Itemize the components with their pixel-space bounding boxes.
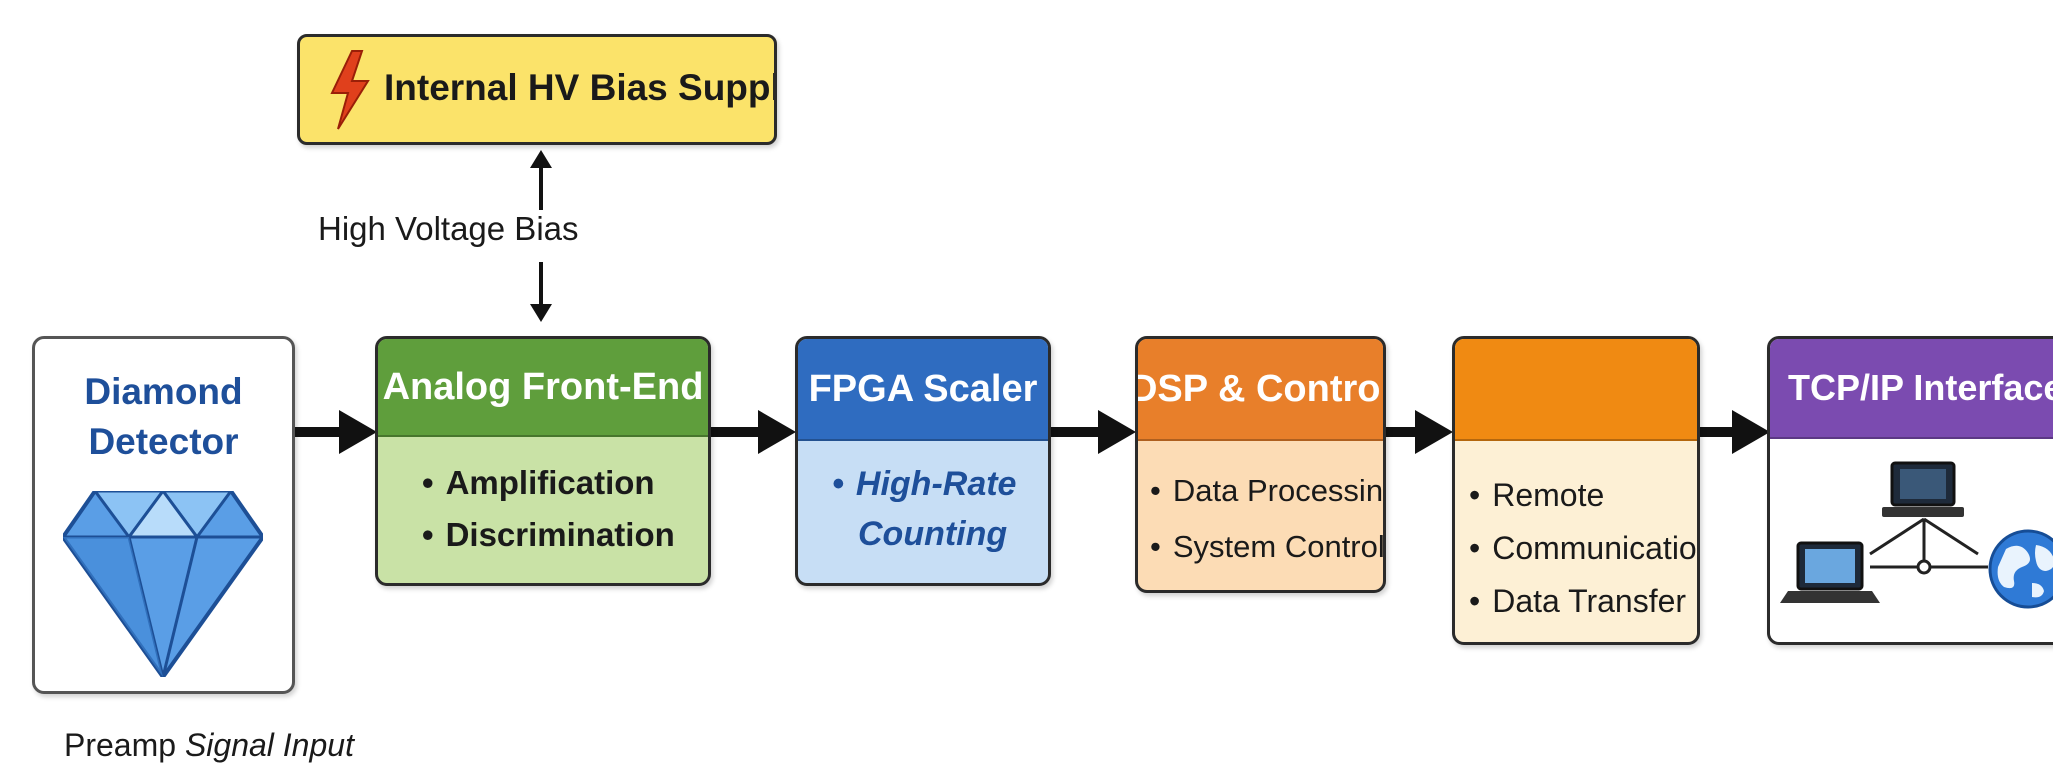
remote-communication-title [1455,339,1697,441]
list-item: Amplification [422,457,675,509]
desktop-icon [1882,461,1964,517]
fpga-scaler-block: FPGA Scaler •High-Rate Counting [795,336,1051,586]
dsp-control-title: DSP & Control [1138,339,1383,441]
detector-title: Diamond Detector [84,371,243,462]
list-item: Discrimination [422,509,675,561]
arrow-fpga-to-dsp [1050,410,1136,454]
list-item: Counting [858,515,1008,553]
list-item: Remote [1469,469,1697,522]
diamond-detector-block: Diamond Detector [32,336,295,694]
analog-front-end-items: Amplification Discrimination [422,457,675,561]
high-voltage-bias-label: High Voltage Bias [318,210,579,247]
list-item: System Control [1150,519,1383,575]
list-item: Data Transfer [1469,575,1697,628]
remote-communication-block: Remote Communication Data Transfer [1452,336,1700,645]
arrow-analog-to-fpga [710,410,796,454]
tcp-ip-interface-title: TCP/IP Interface [1770,339,2053,439]
hv-bias-supply-label: Internal HV Bias Supply [384,67,777,108]
dsp-control-items: Data Processing System Control [1150,463,1383,575]
arrow-detector-to-analog [295,410,377,454]
analog-front-end-title: Analog Front-End [378,339,708,437]
list-item: High-Rate [855,465,1017,503]
list-item: Communication [1469,522,1697,575]
remote-communication-items: Remote Communication Data Transfer [1469,469,1697,628]
diamond-icon [63,491,263,677]
detector-caption: Preamp Signal Input [64,727,354,763]
list-item: Data Processing [1150,463,1383,519]
fpga-scaler-title: FPGA Scaler [798,339,1048,441]
analog-front-end-block: Analog Front-End Amplification Discrimin… [375,336,711,586]
globe-icon [1988,529,2053,609]
hv-bias-supply-block: Internal HV Bias Supply [297,34,777,145]
laptop-icon [1780,541,1880,603]
lightning-bolt-icon [330,50,370,130]
arrow-dsp-to-comm [1385,410,1453,454]
network-diagram [1780,461,2053,609]
arrow-comm-to-tcp [1700,410,1770,454]
bias-up-arrow [530,150,552,210]
tcp-ip-interface-block: TCP/IP Interface [1767,336,2053,645]
dsp-control-block: DSP & Control Data Processing System Con… [1135,336,1386,593]
bias-down-arrow [530,262,552,322]
fpga-scaler-items: •High-Rate Counting [832,465,1017,553]
